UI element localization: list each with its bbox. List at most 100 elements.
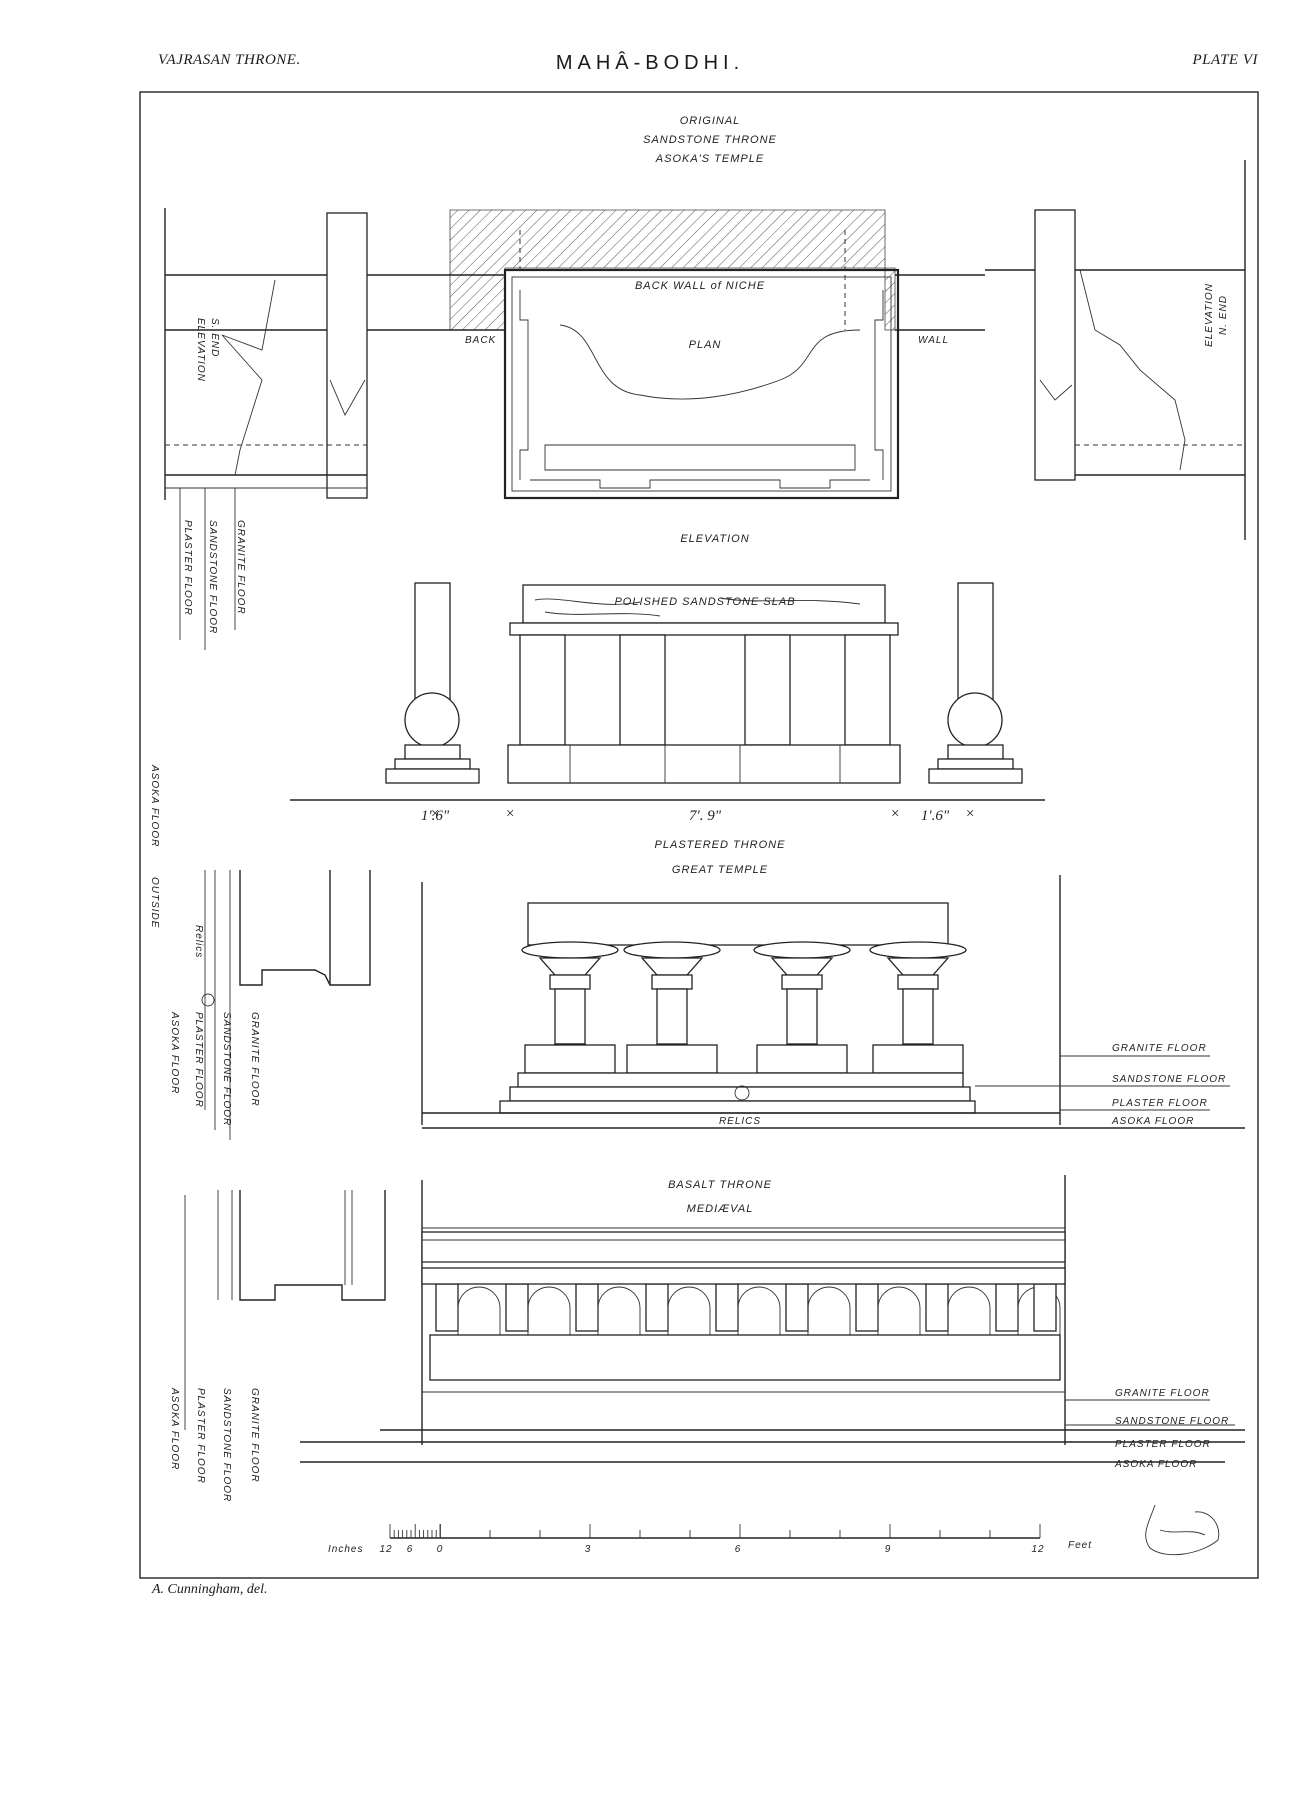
s-end-plaster-floor: PLASTER FLOOR (182, 520, 193, 616)
plastered-column (521, 941, 619, 1074)
arcade-arch (737, 1286, 781, 1335)
s-end-sandstone-floor: SANDSTONE FLOOR (207, 520, 218, 634)
n-end-pillar (1034, 209, 1076, 481)
collector-stamp-sketch (1145, 1504, 1220, 1556)
basalt-arcade (435, 1283, 1061, 1335)
back-wall-label: BACK WALL of NICHE (635, 280, 765, 292)
relics-mark (734, 1085, 750, 1101)
left-side-column (385, 582, 480, 784)
scale-inch-tick-12: 12 (379, 1544, 392, 1555)
outside-label: OUTSIDE (149, 877, 160, 928)
plan-outline (503, 268, 900, 500)
s-end-label-line2: S. END (209, 318, 220, 357)
back-label: BACK (465, 335, 497, 346)
section-basalt-throne: BASALT THRONE MEDIÆVAL GRANITE FLOOR SAN… (169, 1175, 1245, 1502)
s4-left-asoka-floor: ASOKA FLOOR (169, 1387, 180, 1470)
elevation-pillar (519, 634, 566, 746)
s4-plaster-floor: PLASTER FLOOR (1115, 1439, 1211, 1450)
s3-plaster-floor: PLASTER FLOOR (1112, 1098, 1208, 1109)
s-end-pillar (326, 212, 368, 499)
section1-title-line2: SANDSTONE THRONE (643, 134, 777, 146)
plate-frame (139, 91, 1259, 1579)
arcade-arch (807, 1286, 851, 1335)
slab-label: POLISHED SANDSTONE SLAB (614, 596, 795, 608)
draughtsman-credit: A. Cunningham, del. (152, 1582, 268, 1597)
section3-title-line2: GREAT TEMPLE (672, 864, 768, 876)
scale-feet-label: Feet (1068, 1540, 1092, 1551)
outside-asoka-floor: ASOKA FLOOR (149, 764, 160, 847)
s4-granite-floor: GRANITE FLOOR (1115, 1388, 1210, 1399)
section4-title-line2: MEDIÆVAL (687, 1203, 754, 1215)
plate-title: MAHÂ-BODHI. (555, 52, 745, 74)
elevation-plinth (507, 744, 901, 784)
n-end-label-line1: ELEVATION (1204, 283, 1215, 347)
scale-feet-tick-9: 9 (885, 1544, 892, 1555)
polished-slab (522, 584, 886, 624)
arcade-pillar (575, 1283, 599, 1332)
arcade-arch (457, 1286, 501, 1335)
elevation-pillars (519, 634, 891, 746)
scale-feet-tick-6: 6 (735, 1544, 742, 1555)
arcade-pillar (925, 1283, 949, 1332)
s3-left-relics: Relics (193, 925, 204, 958)
scale-inches-label: Inches (328, 1544, 363, 1555)
plastered-column (623, 941, 721, 1074)
arcade-pillar (995, 1283, 1019, 1332)
s4-left-granite-floor: GRANITE FLOOR (249, 1388, 260, 1483)
elevation-pillar (619, 634, 666, 746)
scale-inch-tick-0: 0 (437, 1544, 444, 1555)
s4-asoka-floor: ASOKA FLOOR (1114, 1459, 1197, 1470)
plastered-column (753, 941, 851, 1074)
arcade-pillar (435, 1283, 459, 1332)
s-end-granite-floor: GRANITE FLOOR (235, 520, 246, 615)
right-side-column (928, 582, 1023, 784)
plate-left-heading: VAJRASAN THRONE. (158, 52, 301, 68)
elevation-pillar (844, 634, 891, 746)
dim-left: 1'.6" (421, 808, 450, 824)
s3-asoka-floor: ASOKA FLOOR (1111, 1116, 1194, 1127)
dim-right: 1'.6" (921, 808, 950, 824)
arcade-arch (527, 1286, 571, 1335)
s3-left-plaster-floor: PLASTER FLOOR (193, 1012, 204, 1108)
arcade-arch (597, 1286, 641, 1335)
arcade-arch (877, 1286, 921, 1335)
arcade-pillar (715, 1283, 739, 1332)
s3-left-sandstone-floor: SANDSTONE FLOOR (221, 1012, 232, 1126)
arcade-arch (667, 1286, 711, 1335)
s3-left-granite-floor: GRANITE FLOOR (249, 1012, 260, 1107)
section1-title-line3: ASOKA'S TEMPLE (655, 153, 764, 165)
elevation-pillar (744, 634, 791, 746)
s3-sandstone-floor: SANDSTONE FLOOR (1112, 1074, 1226, 1085)
section2-title: ELEVATION (680, 533, 749, 545)
s3-granite-floor: GRANITE FLOOR (1112, 1043, 1207, 1054)
section1-title-line1: ORIGINAL (680, 115, 741, 127)
wall-label: WALL (918, 335, 949, 346)
svg-text:×: × (505, 806, 515, 822)
section3-title-line1: PLASTERED THRONE (655, 839, 786, 851)
s4-sandstone-floor: SANDSTONE FLOOR (1115, 1416, 1229, 1427)
section4-title-line1: BASALT THRONE (668, 1179, 772, 1191)
arcade-arch (947, 1286, 991, 1335)
svg-text:×: × (430, 806, 440, 822)
plastered-columns (521, 941, 967, 1074)
plan-label: PLAN (689, 339, 722, 351)
plate-number: PLATE VI (1192, 52, 1258, 68)
svg-text:×: × (965, 806, 975, 822)
arcade-pillar (505, 1283, 529, 1332)
svg-text:×: × (890, 806, 900, 822)
s-end-label-line1: ELEVATION (195, 318, 206, 382)
arcade-pillar (855, 1283, 879, 1332)
scale-feet-tick-12: 12 (1031, 1544, 1044, 1555)
s4-left-sandstone-floor: SANDSTONE FLOOR (221, 1388, 232, 1502)
dim-center: 7'. 9" (689, 808, 722, 824)
s4-left-plaster-floor: PLASTER FLOOR (195, 1388, 206, 1484)
s3-left-asoka-floor: ASOKA FLOOR (169, 1011, 180, 1094)
section-plastered-throne: PLASTERED THRONE GREAT TEMPLE (169, 839, 1245, 1140)
plan-fracture-line (559, 324, 861, 400)
n-end-label-line2: N. END (1218, 295, 1229, 335)
basalt-base (429, 1334, 1061, 1381)
scale-feet-tick-3: 3 (585, 1544, 592, 1555)
arcade-pillar (645, 1283, 669, 1332)
scale-inch-tick-6: 6 (407, 1544, 414, 1555)
